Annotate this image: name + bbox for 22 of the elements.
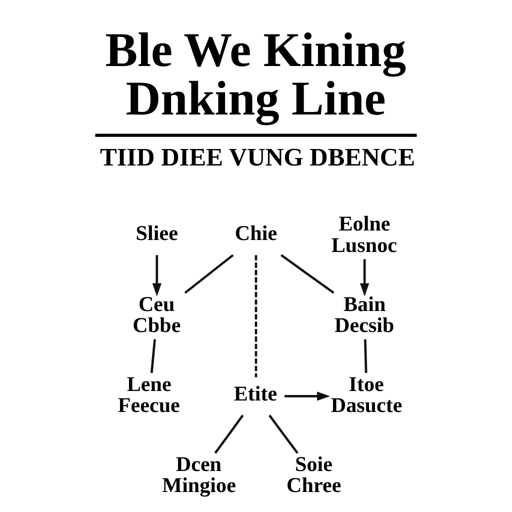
connector — [280, 254, 334, 294]
connector — [184, 254, 234, 294]
connector — [150, 339, 156, 374]
connector — [214, 414, 244, 454]
connector — [254, 255, 258, 378]
connector — [364, 339, 368, 373]
node-text: Chie — [234, 221, 278, 246]
diagram-title: Ble We Kining Dnking Line — [105, 24, 406, 126]
node-text: Ceu Cbbe — [132, 292, 181, 337]
node-text: Soie Chree — [286, 452, 342, 498]
arrow — [360, 259, 370, 296]
node-text: Bain Decsib — [334, 292, 394, 337]
arrow — [152, 255, 162, 296]
node-text: Lene Feecue — [118, 372, 180, 418]
node-text: Sliee — [136, 221, 178, 246]
node-text: Dcen Mingioe — [162, 452, 236, 498]
node-text: Itoe Dasucte — [330, 372, 402, 418]
node-text: Etite — [234, 381, 278, 406]
node-text: Eolne Lusnoc — [331, 212, 397, 257]
connector — [268, 414, 298, 454]
label: TIID DIEE VUNG DBENCE — [100, 144, 416, 172]
arrow — [284, 392, 330, 401]
